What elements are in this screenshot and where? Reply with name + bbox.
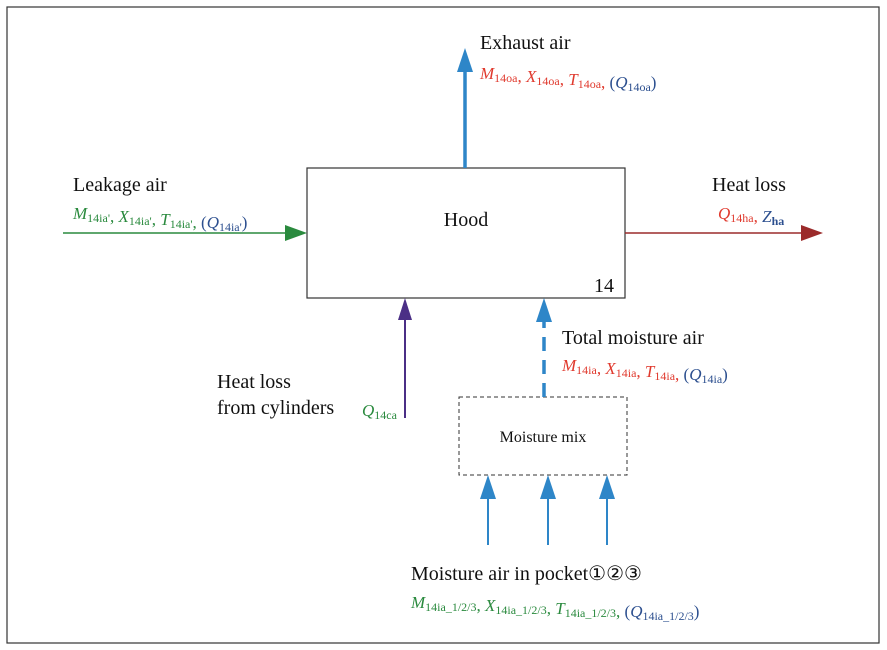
moisture-pocket-title: Moisture air in pocket①②③ [411,563,642,585]
heat-loss-arrow-head [801,225,823,241]
heat-loss-variables: Q14ha, Zha [718,204,784,228]
heat-loss-cylinders-variable: Q14ca [362,401,398,422]
total-moisture-arrow-head [536,298,552,322]
pocket-3-arrow-head [599,475,615,499]
outer-frame [6,6,880,644]
exhaust-air-arrow-head [457,48,473,72]
leakage-air-arrow-head [285,225,307,241]
pocket-1-arrow-head [480,475,496,499]
exhaust-air-variables: M14oa, X14oa, T14oa, (Q14oa) [479,64,656,94]
heat-loss-title: Heat loss [712,174,786,196]
total-moisture-air-title: Total moisture air [562,327,704,349]
leakage-air-title: Leakage air [73,174,167,196]
moisture-pocket-variables: M14ia_1/2/3, X14ia_1/2/3, T14ia_1/2/3, (… [410,593,699,623]
moisture-mix-label: Moisture mix [500,429,587,446]
pocket-2-arrow-head [540,475,556,499]
exhaust-air-title: Exhaust air [480,32,571,54]
cylinders-heat-arrow-head [398,298,412,320]
heat-loss-cylinders-line1: Heat loss [217,371,291,393]
total-moisture-air-variables: M14ia, X14ia, T14ia, (Q14ia) [561,356,728,386]
hood-label: Hood [444,209,488,231]
hood-box [306,167,626,299]
moisture-mix-box [458,396,628,476]
heat-loss-cylinders-line2: from cylinders [217,397,334,419]
leakage-air-variables: M14ia', X14ia', T14ia', (Q14ia') [72,204,247,234]
hood-number: 14 [594,275,614,297]
